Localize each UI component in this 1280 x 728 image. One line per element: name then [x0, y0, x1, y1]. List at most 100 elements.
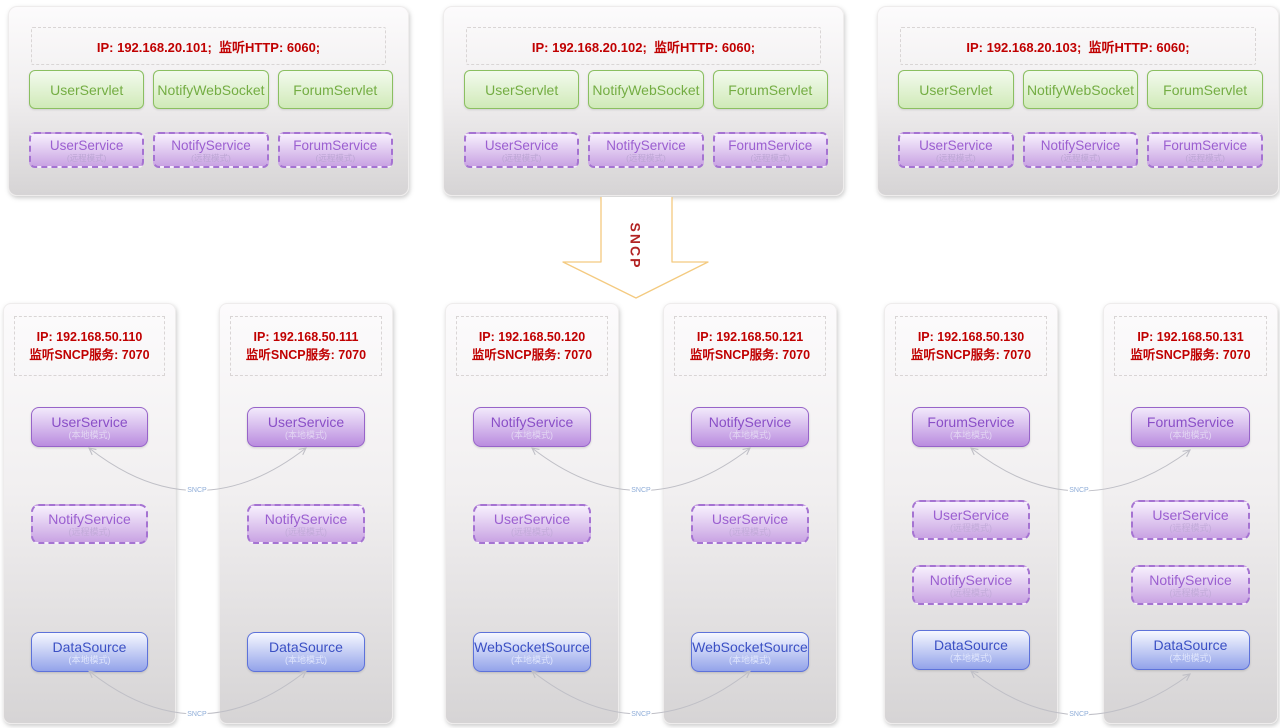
service-box-forumservice-local: ForumService (本地模式): [1131, 407, 1250, 447]
sncp-block-arrow: [562, 197, 709, 299]
service-mode: (远程模式): [950, 587, 992, 598]
service-box-userservice-remote: UserService (远程模式): [912, 500, 1030, 540]
listen-port: 监听SNCP服务: 7070: [1130, 348, 1251, 362]
ip-address: IP: 192.168.50.110: [36, 330, 143, 344]
service-mode: (本地模式): [950, 429, 992, 440]
remote-service-row: UserService (远程模式) NotifyService (远程模式) …: [898, 132, 1264, 168]
remote-service-row: UserService (远程模式) NotifyService (远程模式) …: [464, 132, 828, 168]
service-box-notifyservice-remote: NotifyService (远程模式): [153, 132, 269, 168]
service-name: NotifyService: [171, 137, 251, 153]
service-name: UserService: [267, 413, 345, 430]
listen-port: 监听SNCP服务: 7070: [29, 348, 150, 362]
service-mode: (本地模式): [950, 652, 992, 663]
service-box-userservice-local: UserService (本地模式): [31, 407, 148, 447]
sncp-link-label: SNCP: [187, 711, 207, 718]
ip-banner: IP: 192.168.50.121 监听SNCP服务: 7070: [674, 316, 826, 376]
service-name: NotifyService: [264, 510, 348, 527]
sncp-server-111: IP: 192.168.50.111 监听SNCP服务: 7070 UserSe…: [219, 303, 393, 724]
service-mode: (本地模式): [511, 654, 553, 665]
ip-banner: IP: 192.168.50.120 监听SNCP服务: 7070: [456, 316, 608, 376]
service-name: NotifyService: [1149, 571, 1232, 588]
service-mode: (本地模式): [285, 429, 327, 440]
service-box-datasource: DataSource (本地模式): [31, 632, 148, 672]
service-mode: (远程模式): [626, 152, 666, 163]
servlet-box-forumservlet: ForumServlet: [277, 70, 393, 109]
service-box-userservice-remote: UserService (远程模式): [1131, 500, 1250, 540]
servlet-box-notifywebsocket: NotifyWebSocket: [1022, 70, 1139, 109]
service-name: NotifyService: [490, 413, 574, 430]
service-name: UserService: [51, 413, 128, 430]
service-mode: (本地模式): [285, 654, 327, 665]
service-name: NotifyService: [708, 413, 792, 430]
servlet-box-notifywebsocket: NotifyWebSocket: [588, 70, 704, 109]
servlet-row: UserServlet NotifyWebSocket ForumServlet: [29, 70, 393, 109]
service-mode: (远程模式): [1169, 587, 1212, 598]
sncp-server-131: IP: 192.168.50.131 监听SNCP服务: 7070 ForumS…: [1103, 303, 1278, 724]
listen-port: 监听SNCP服务: 7070: [689, 348, 811, 362]
service-mode: (本地模式): [1169, 652, 1212, 663]
ip-banner: IP: 192.168.50.111 监听SNCP服务: 7070: [230, 316, 382, 376]
service-name: ForumService: [293, 137, 378, 153]
service-box-userservice-remote: UserService (远程模式): [691, 504, 809, 544]
service-name: UserService: [711, 510, 789, 527]
service-mode: (远程模式): [1185, 152, 1226, 163]
servlet-box-notifywebsocket: NotifyWebSocket: [153, 70, 269, 109]
service-name: UserService: [919, 137, 993, 153]
service-mode: (远程模式): [68, 526, 111, 537]
ip-address: IP: 192.168.50.131: [1137, 330, 1244, 344]
service-box-notifyservice-remote: NotifyService (远程模式): [1131, 565, 1250, 605]
sncp-link-label: SNCP: [631, 487, 651, 494]
service-box-notifyservice-remote: NotifyService (远程模式): [588, 132, 704, 168]
service-mode: (本地模式): [729, 429, 771, 440]
ip-banner: IP: 192.168.50.130 监听SNCP服务: 7070: [895, 316, 1047, 376]
service-name: ForumService: [1146, 413, 1235, 430]
ip-banner: IP: 192.168.20.103; 监听HTTP: 6060;: [900, 27, 1256, 65]
servlet-box-userservlet: UserServlet: [898, 70, 1014, 109]
service-box-notifyservice-local: NotifyService (本地模式): [473, 407, 591, 447]
ip-banner: IP: 192.168.20.102; 监听HTTP: 6060;: [466, 27, 821, 65]
servlet-row: UserServlet NotifyWebSocket ForumServlet: [898, 70, 1264, 109]
service-mode: (本地模式): [729, 654, 771, 665]
service-mode: (远程模式): [1169, 522, 1212, 533]
servlet-box-forumservlet: ForumServlet: [1147, 70, 1264, 109]
service-name: UserService: [932, 506, 1010, 523]
ip-banner: IP: 192.168.50.110 监听SNCP服务: 7070: [14, 316, 165, 376]
service-name: NotifyService: [1040, 137, 1121, 153]
service-mode: (远程模式): [750, 152, 791, 163]
service-box-notifyservice-remote: NotifyService (远程模式): [247, 504, 365, 544]
service-mode: (远程模式): [950, 522, 992, 533]
service-name: UserService: [1152, 506, 1229, 523]
service-name: NotifyService: [929, 571, 1013, 588]
service-name: ForumService: [1163, 137, 1248, 153]
service-mode: (本地模式): [511, 429, 553, 440]
service-box-userservice-remote: UserService (远程模式): [473, 504, 591, 544]
service-mode: (本地模式): [68, 429, 111, 440]
service-box-forumservice-remote: ForumService (远程模式): [1147, 132, 1264, 168]
service-name: ForumService: [927, 413, 1015, 430]
service-mode: (远程模式): [501, 152, 542, 163]
service-box-notifyservice-remote: NotifyService (远程模式): [31, 504, 148, 544]
servlet-row: UserServlet NotifyWebSocket ForumServlet: [464, 70, 828, 109]
sncp-link-label: SNCP: [631, 711, 651, 718]
listen-port: 监听SNCP服务: 7070: [471, 348, 593, 362]
service-box-websocketsource: WebSocketSource (本地模式): [691, 632, 809, 672]
servlet-box-userservlet: UserServlet: [464, 70, 580, 109]
sncp-server-121: IP: 192.168.50.121 监听SNCP服务: 7070 Notify…: [663, 303, 837, 724]
ip-address: IP: 192.168.50.130: [917, 330, 1025, 344]
http-server-102: IP: 192.168.20.102; 监听HTTP: 6060; UserSe…: [443, 6, 844, 196]
http-server-103: IP: 192.168.20.103; 监听HTTP: 6060; UserSe…: [877, 6, 1279, 196]
service-name: WebSocketSource: [474, 638, 590, 655]
sncp-link-label: SNCP: [187, 487, 207, 494]
service-name: DataSource: [52, 638, 127, 655]
service-box-websocketsource: WebSocketSource (本地模式): [473, 632, 591, 672]
sncp-arrow-label: SNCP: [627, 223, 643, 270]
service-box-datasource: DataSource (本地模式): [247, 632, 365, 672]
service-box-datasource: DataSource (本地模式): [912, 630, 1030, 670]
service-box-forumservice-remote: ForumService (远程模式): [277, 132, 393, 168]
sncp-server-130: IP: 192.168.50.130 监听SNCP服务: 7070 ForumS…: [884, 303, 1058, 724]
service-box-notifyservice-local: NotifyService (本地模式): [691, 407, 809, 447]
service-mode: (本地模式): [1169, 429, 1212, 440]
listen-port: 监听SNCP服务: 7070: [245, 348, 367, 362]
remote-service-row: UserService (远程模式) NotifyService (远程模式) …: [29, 132, 393, 168]
